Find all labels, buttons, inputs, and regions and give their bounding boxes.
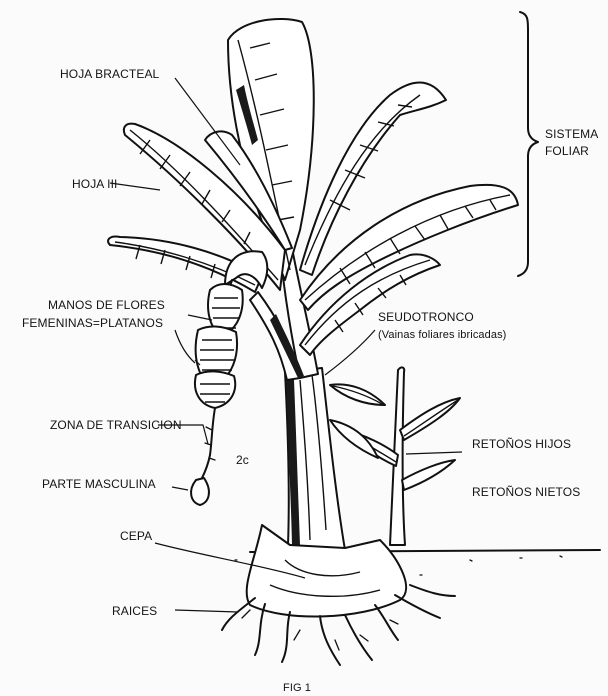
label-raices: RAICES: [112, 604, 157, 618]
label-zona-transicion: ZONA DE TRANSICION: [50, 418, 182, 432]
pseudostem: [250, 248, 345, 550]
label-retonos-nietos: RETOÑOS NIETOS: [472, 485, 580, 499]
label-foliar: FOLIAR: [545, 144, 589, 158]
label-seudotronco: SEUDOTRONCO: [378, 310, 474, 324]
banana-bunch: [195, 280, 243, 408]
label-2c: 2c: [236, 453, 249, 467]
label-sistema: SISTEMA: [545, 127, 598, 141]
figure-caption: FIG 1: [283, 682, 311, 694]
label-vainas: (Vainas foliares ibricadas): [378, 329, 506, 341]
male-bud: [191, 478, 209, 505]
label-hoja-bracteal: HOJA BRACTEAL: [60, 67, 160, 81]
label-manos-line2: FEMENINAS=PLATANOS: [22, 316, 163, 330]
label-parte-masculina: PARTE MASCULINA: [42, 477, 156, 491]
label-retonos-hijos: RETOÑOS HIJOS: [472, 437, 571, 451]
label-cepa: CEPA: [120, 529, 152, 543]
sistema-foliar-bracket: [518, 12, 538, 276]
label-manos-line1: MANOS DE FLORES: [48, 298, 165, 312]
label-hoja-iii: HOJA III: [72, 177, 117, 191]
peduncle: [202, 408, 215, 478]
